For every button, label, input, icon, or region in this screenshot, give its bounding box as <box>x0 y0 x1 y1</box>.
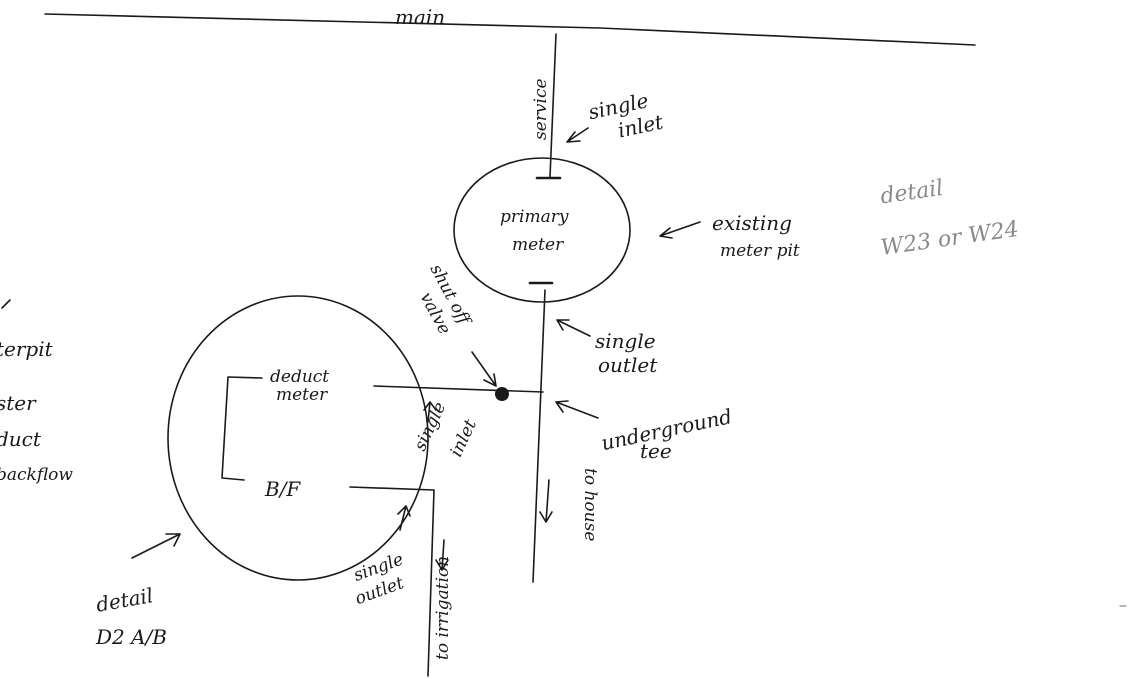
main-line <box>44 13 976 46</box>
single-inlet-left-label-1: single <box>410 399 450 454</box>
single-inlet-left-label-2: inlet <box>446 416 481 460</box>
left-note-1: terpit <box>0 337 54 361</box>
deduct-meter-pit-circle <box>167 295 429 581</box>
primary-meter-circle <box>453 157 631 303</box>
irrigation-line <box>349 486 435 677</box>
single-inlet-top-arrow <box>566 127 589 143</box>
primary-meter-label-2: meter <box>512 235 564 255</box>
single-outlet-top-label-2: outlet <box>598 353 658 377</box>
deduct-meter-label-2: meter <box>276 385 328 405</box>
detail-bottom-arrow <box>131 533 181 559</box>
existing-label-2: meter pit <box>720 241 800 261</box>
service-line <box>549 33 557 178</box>
detail-bottom-label-1: detail <box>94 583 155 617</box>
internal-bypass-bracket <box>221 376 263 481</box>
to-house-label: to house <box>580 468 600 541</box>
house-line <box>532 289 546 583</box>
deduct-meter-label-1: deduct <box>270 367 329 387</box>
detail-top-label-2: W23 or W24 <box>879 217 1020 261</box>
primary-meter-label-1: primary <box>500 207 569 227</box>
detail-top-label-1: detail <box>879 176 945 210</box>
left-note-3: duct <box>0 427 42 451</box>
shut-off-arrow <box>471 351 497 387</box>
single-outlet-top-arrow <box>556 319 591 337</box>
single-outlet-top-label-1: single <box>595 329 656 353</box>
to-irrigation-arrow <box>435 539 449 571</box>
single-outlet-bottom-arrow <box>397 505 411 531</box>
bf-label: B/F <box>264 477 301 501</box>
underground-tee-arrow <box>555 400 599 419</box>
detail-bottom-label-2: D2 A/B <box>95 625 167 649</box>
single-inlet-top-label: single inlet <box>586 88 666 142</box>
to-house-arrow <box>539 479 553 523</box>
service-label: service <box>531 78 551 140</box>
to-irrigation-label: to irrigation <box>433 556 453 660</box>
left-note-mark <box>1 299 11 309</box>
left-note-2: ster <box>0 391 37 415</box>
deduct-connection-line <box>373 385 544 393</box>
main-label: main <box>395 5 445 29</box>
left-note-4: backflow <box>0 465 73 485</box>
underground-label-2: tee <box>640 439 672 463</box>
existing-label-1: existing <box>712 211 792 235</box>
shut-off-valve-dot <box>495 387 509 401</box>
existing-meter-pit-arrow <box>659 221 701 239</box>
single-inlet-left-arrow <box>423 401 437 423</box>
